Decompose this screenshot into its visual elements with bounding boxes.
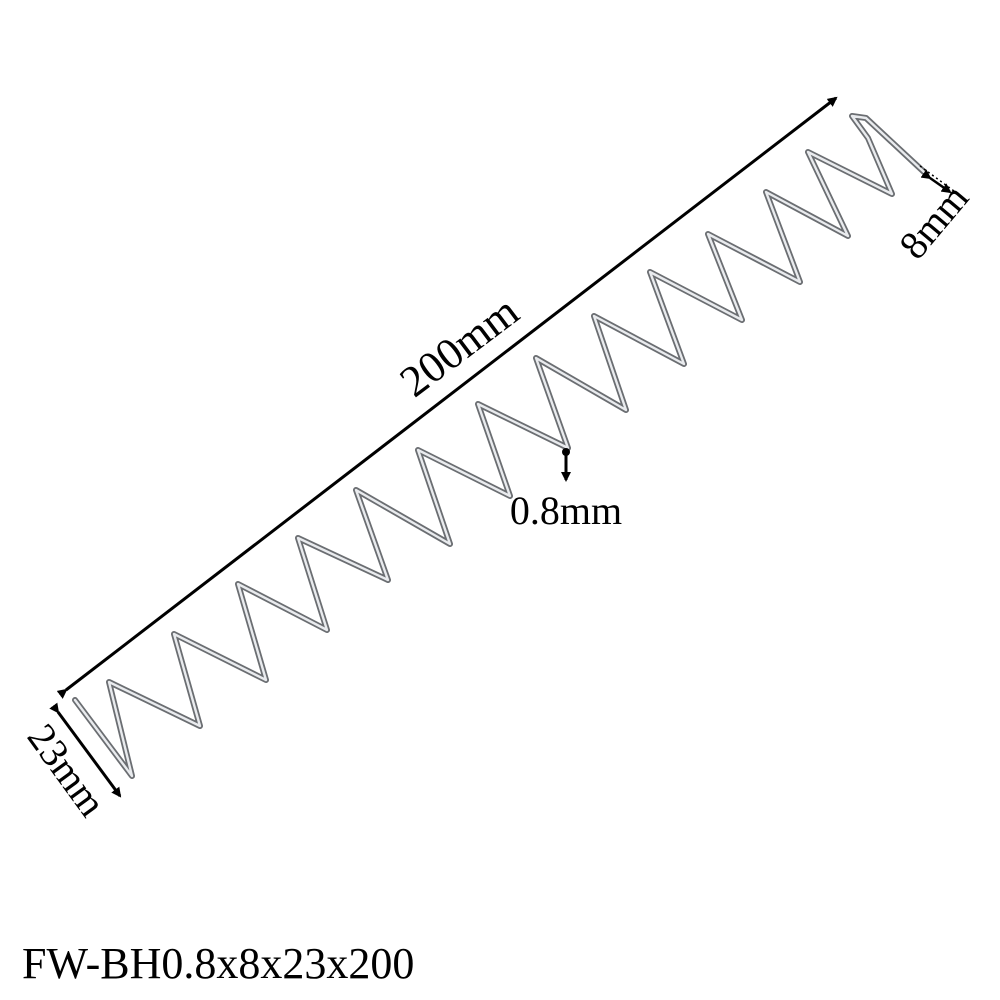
wire-highlight	[73, 114, 926, 778]
length-dimension-line	[56, 96, 838, 699]
wire-outline	[72, 113, 927, 779]
wire-diameter-callout: 0.8mm	[510, 448, 622, 533]
product-model-code: FW-BH0.8x8x23x200	[22, 939, 415, 988]
width-dimension: 8mm	[890, 165, 977, 267]
zigzag-spring-wire	[72, 113, 927, 779]
wire-diameter-label: 0.8mm	[510, 488, 622, 533]
height-dimension: 23mm	[19, 702, 122, 825]
length-dimension: 200mm	[56, 96, 838, 699]
width-dimension-line	[920, 169, 952, 194]
height-dimension-line	[49, 702, 122, 798]
width-label: 8mm	[890, 175, 977, 267]
